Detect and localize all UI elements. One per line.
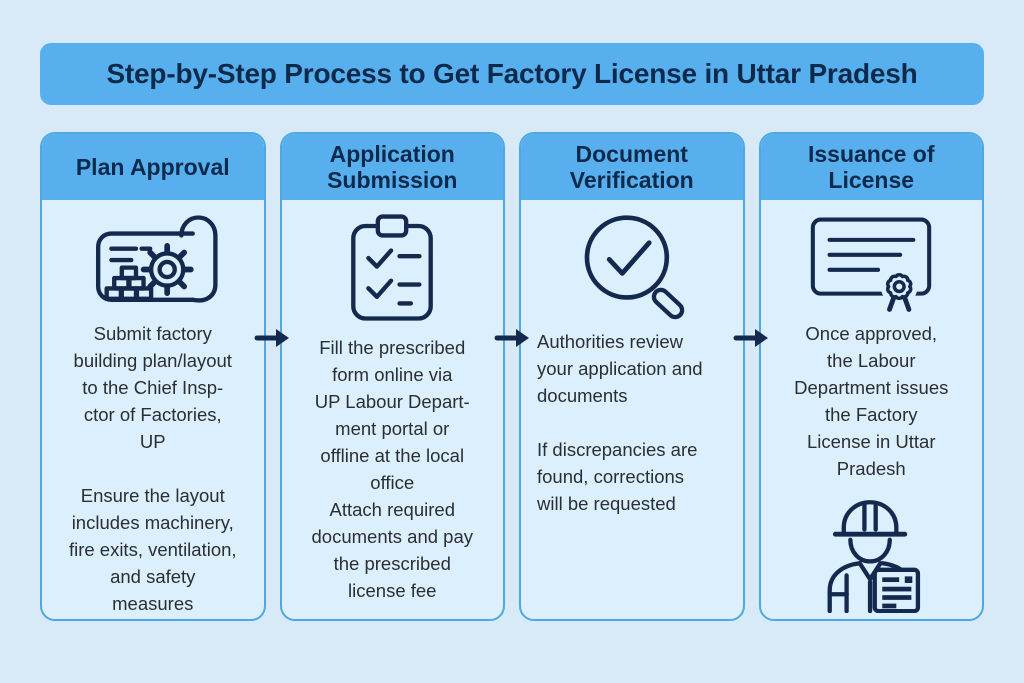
magnifier-check-icon [521, 209, 743, 321]
arrow-right-icon [254, 326, 291, 350]
step-description: Fill the prescribed form online via UP L… [311, 337, 473, 601]
step-header-band: Plan Approval [42, 134, 264, 200]
step-header-label: Document Verification [569, 141, 694, 193]
step-header-label: Application Submission [327, 141, 458, 193]
step-card-document-verification: Document Verification Authorities review… [519, 132, 745, 621]
step-header-band: Application Submission [281, 134, 503, 200]
title-banner: Step-by-Step Process to Get Factory Lice… [40, 43, 984, 105]
worker-document-icon [761, 491, 983, 613]
step-description: Submit factory building plan/layout to t… [68, 323, 237, 614]
step-header-band: Document Verification [521, 134, 743, 200]
step-description: Once approved, the Labour Department iss… [794, 323, 949, 479]
step-header-label: Plan Approval [75, 154, 230, 180]
page-title: Step-by-Step Process to Get Factory Lice… [106, 58, 918, 89]
blueprint-gear-icon [42, 209, 264, 313]
arrow-right-icon [494, 326, 531, 350]
arrow-right-icon [733, 326, 770, 350]
checklist-clipboard-icon [282, 209, 504, 327]
step-description: Authorities review your application and … [537, 331, 703, 514]
step-header-label: Issuance of License [807, 141, 935, 193]
step-header-band: Issuance of License [760, 134, 982, 200]
step-card-plan-approval: Plan Approval [40, 132, 266, 621]
steps-row: Plan Approval [40, 132, 984, 621]
step-card-issuance-of-license: Issuance of License Once approved, the L… [758, 132, 984, 621]
step-card-application-submission: Application Submission Fill the prescrib… [279, 132, 505, 621]
certificate-icon [761, 209, 983, 313]
